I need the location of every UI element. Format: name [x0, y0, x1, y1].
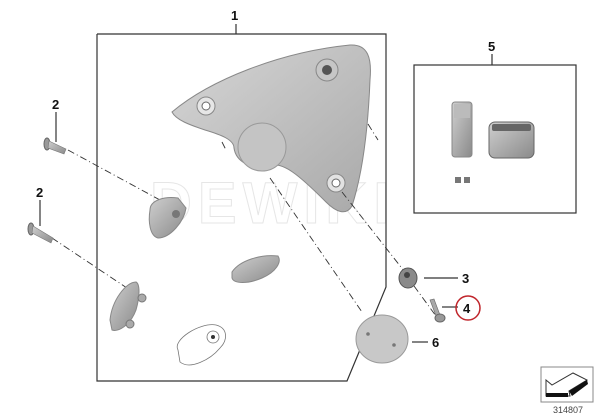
kit-nuts [455, 177, 470, 183]
callout-6: 6 [432, 335, 440, 350]
screw-lower [27, 200, 54, 244]
repair-kit-frame [413, 54, 577, 214]
callout-2-lower: 2 [36, 185, 44, 200]
round-plate [355, 314, 428, 364]
diagram-number: 314807 [553, 405, 584, 415]
clip-1 [148, 197, 187, 239]
highlight-circle [455, 295, 481, 321]
callout-5: 5 [488, 39, 496, 54]
screw-upper [43, 112, 67, 155]
kit-cap [488, 121, 535, 159]
clip-2 [231, 255, 280, 283]
callout-3: 3 [462, 271, 470, 286]
rubber-grommet [398, 267, 458, 289]
cover-part [171, 44, 371, 213]
callout-1: 1 [231, 8, 239, 23]
clip-3 [109, 281, 147, 331]
orientation-arrow-icon [540, 366, 594, 403]
bolt [429, 295, 481, 323]
gasket-outline [176, 324, 226, 366]
assembly-lines [51, 123, 437, 317]
callout-2-upper: 2 [52, 97, 60, 112]
kit-sleeve [451, 101, 473, 158]
callout-4: 4 [463, 301, 471, 316]
